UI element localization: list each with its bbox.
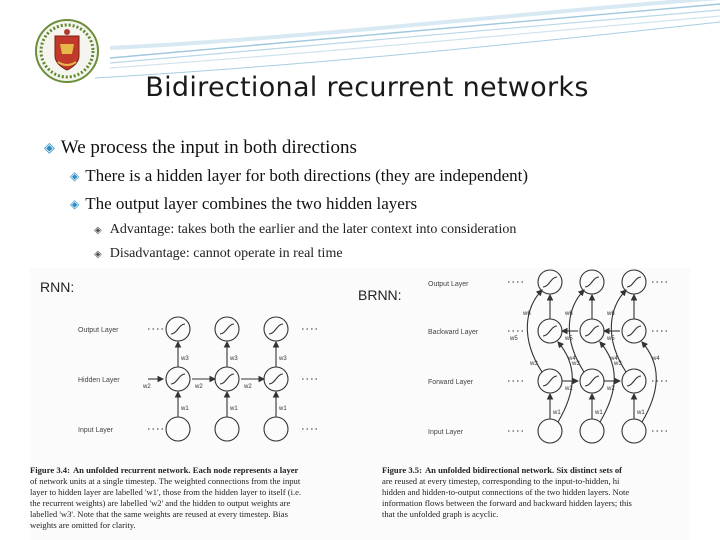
caption-right: Figure 3.5:An unfolded bidirectional net… xyxy=(382,465,633,519)
rnn-heading: RNN: xyxy=(40,279,74,295)
brnn-heading: BRNN: xyxy=(358,287,402,303)
brnn-w2-label: w2 xyxy=(606,386,615,392)
rnn-output-layer-label: Output Layer xyxy=(78,327,119,334)
rnn-w1-label: w1 xyxy=(180,406,189,412)
bullet-text-hidden-layer: There is a hidden layer for both directi… xyxy=(85,166,529,185)
rnn-diagram xyxy=(148,316,320,442)
brnn-w3-label: w3 xyxy=(529,361,538,367)
caption-right-line-5: that the unfolded graph is acyclic. xyxy=(382,509,498,519)
rnn-weight-labels: w3 w3 w3 w1 w1 w1 w2 w2 w2 xyxy=(142,356,287,412)
brnn-forward-layer-label: Forward Layer xyxy=(428,379,474,386)
caption-left-line-4: the recurrent weights) are labelled 'w2'… xyxy=(30,498,291,508)
brnn-backward-layer-label: Backward Layer xyxy=(428,329,479,336)
figure-background xyxy=(30,268,690,540)
brnn-input-layer-label: Input Layer xyxy=(428,429,464,436)
bullet-level3: ◈ Advantage: takes both the earlier and … xyxy=(94,218,704,242)
caption-left-line-1: Figure 3.4:An unfolded recurrent network… xyxy=(30,465,299,475)
header-decoration xyxy=(0,0,720,120)
brnn-w5-label: w5 xyxy=(509,336,518,342)
rnn-w2-label: w2 xyxy=(194,384,203,390)
university-logo xyxy=(34,18,100,84)
brnn-w4-label: w4 xyxy=(567,356,576,362)
rnn-input-layer-label: Input Layer xyxy=(78,427,114,434)
brnn-diagram xyxy=(508,269,670,444)
rnn-hidden-layer-label: Hidden Layer xyxy=(78,377,120,384)
brnn-w1-label: w1 xyxy=(636,410,645,416)
brnn-w6-label: w6 xyxy=(606,311,615,317)
bullet-icon: ◈ xyxy=(70,169,80,183)
bullet-icon: ◈ xyxy=(94,248,102,260)
rnn-brnn-figure: RNN: Output Layer Hidden Layer Input Lay… xyxy=(30,268,690,540)
caption-left-line-5: labelled 'w3'. Note that the same weight… xyxy=(30,509,289,519)
caption-left-line-2: of network units at a single timestep. T… xyxy=(30,476,301,486)
bullet-level3: ◈ Disadvantage: cannot operate in real t… xyxy=(94,242,704,266)
bullet-text-process: We process the input in both directions xyxy=(60,137,357,158)
caption-right-line-4: information flows between the forward an… xyxy=(382,498,633,508)
slide-title: Bidirectional recurrent networks xyxy=(145,72,589,103)
brnn-w5-label: w5 xyxy=(564,336,573,342)
rnn-w3-label: w3 xyxy=(229,356,238,362)
header-swoosh-lines xyxy=(94,0,720,79)
caption-right-line-3: hidden and hidden-to-output connections … xyxy=(382,487,629,497)
bullet-icon: ◈ xyxy=(44,140,55,156)
brnn-w3-label: w3 xyxy=(571,361,580,367)
rnn-w2-label: w2 xyxy=(142,384,151,390)
caption-right-line-1: Figure 3.5:An unfolded bidirectional net… xyxy=(382,465,622,475)
rnn-w3-label: w3 xyxy=(180,356,189,362)
caption-left-line-6: weights are omitted for clarity. xyxy=(30,520,136,530)
brnn-w1-label: w1 xyxy=(594,410,603,416)
caption-left-line-3: layer to hidden layer are labelled 'w1',… xyxy=(30,487,301,497)
bullet-level1: ◈ We process the input in both direction… xyxy=(44,134,704,162)
bullet-text-output-layer: The output layer combines the two hidden… xyxy=(85,194,418,213)
brnn-w2-label: w2 xyxy=(564,386,573,392)
rnn-w1-label: w1 xyxy=(278,406,287,412)
rnn-w3-label: w3 xyxy=(278,356,287,362)
brnn-w6-label: w6 xyxy=(564,311,573,317)
rnn-w2-label: w2 xyxy=(243,384,252,390)
bullet-text-advantage: Advantage: takes both the earlier and th… xyxy=(109,222,517,237)
brnn-weight-labels: w6 w6 w6 w5 w5 w5 w4 w4 w4 w3 w3 w3 w2 w… xyxy=(509,311,660,416)
caption-right-line-2: are reused at every timestep, correspond… xyxy=(382,476,620,486)
brnn-w1-label: w1 xyxy=(552,410,561,416)
bullet-level2: ◈ The output layer combines the two hidd… xyxy=(70,190,704,218)
brnn-w5-label: w5 xyxy=(606,336,615,342)
bullet-list: ◈ We process the input in both direction… xyxy=(44,134,704,266)
bullet-icon: ◈ xyxy=(70,197,80,211)
brnn-w4-label: w4 xyxy=(651,356,660,362)
brnn-w6-label: w6 xyxy=(522,311,531,317)
brnn-w4-label: w4 xyxy=(609,356,618,362)
brnn-output-layer-label: Output Layer xyxy=(428,281,469,288)
caption-left: Figure 3.4:An unfolded recurrent network… xyxy=(30,465,301,530)
bullet-text-disadvantage: Disadvantage: cannot operate in real tim… xyxy=(109,246,343,261)
bullet-icon: ◈ xyxy=(94,224,102,236)
rnn-w1-label: w1 xyxy=(229,406,238,412)
brnn-w3-label: w3 xyxy=(613,361,622,367)
bullet-level2: ◈ There is a hidden layer for both direc… xyxy=(70,162,704,190)
